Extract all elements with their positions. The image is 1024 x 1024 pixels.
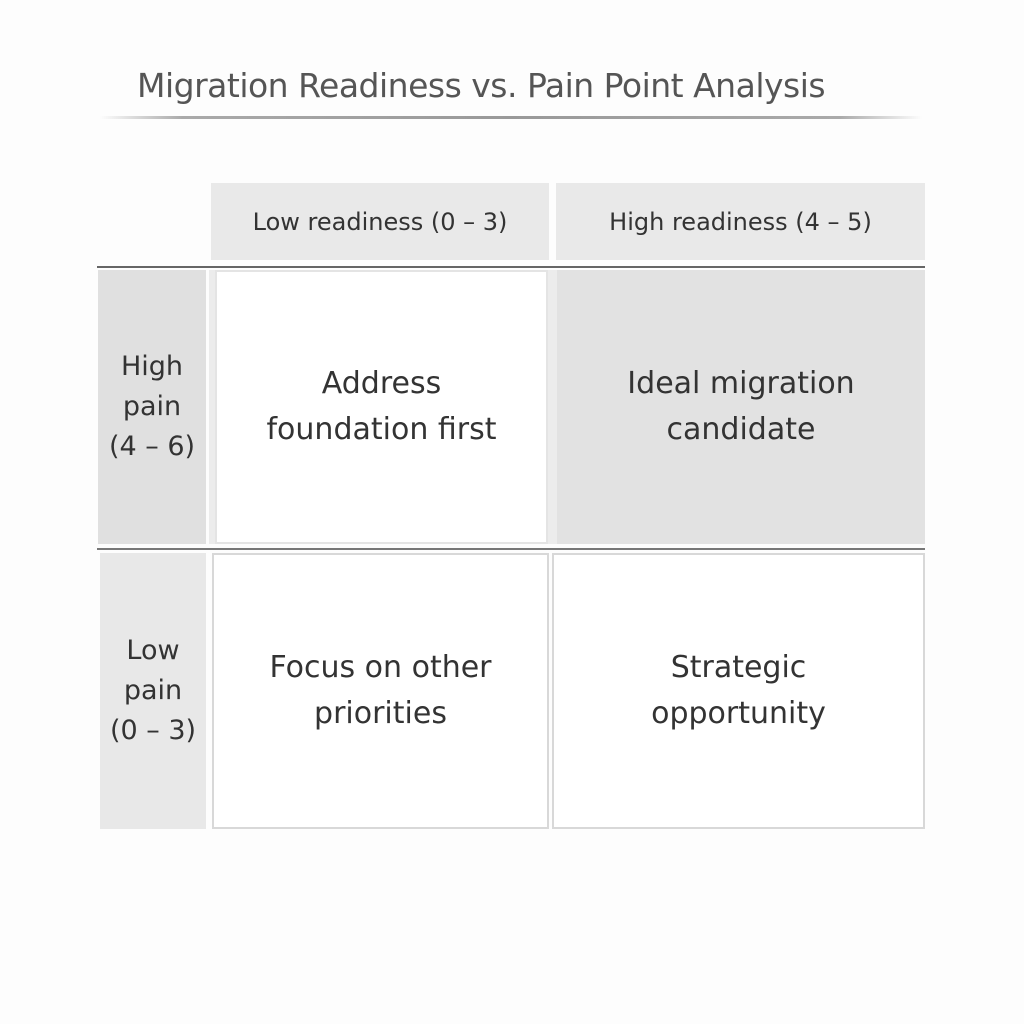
column-header-low-readiness: Low readiness (0 – 3) xyxy=(211,183,549,260)
cell-address-foundation: Address foundation first xyxy=(215,270,548,544)
row-header-label: High pain (4 – 6) xyxy=(108,351,196,462)
cell-ideal-migration: Ideal migration candidate xyxy=(557,270,925,544)
row-header-label: Low pain (0 – 3) xyxy=(109,635,197,746)
cell-label: Address foundation first xyxy=(266,366,497,447)
column-header-label: Low readiness (0 – 3) xyxy=(252,207,508,236)
row-divider xyxy=(97,548,925,550)
cell-label: Strategic opportunity xyxy=(651,650,826,731)
cell-label: Ideal migration candidate xyxy=(627,366,855,447)
page-title: Migration Readiness vs. Pain Point Analy… xyxy=(137,66,826,105)
separator xyxy=(209,270,215,544)
title-underline xyxy=(100,116,922,119)
column-header-high-readiness: High readiness (4 – 5) xyxy=(556,183,925,260)
cell-focus-other: Focus on other priorities xyxy=(212,553,549,829)
row-header-low-pain: Low pain (0 – 3) xyxy=(100,553,206,829)
row-header-high-pain: High pain (4 – 6) xyxy=(98,270,206,544)
row-divider xyxy=(97,266,925,268)
cell-label: Focus on other priorities xyxy=(269,650,492,731)
separator xyxy=(548,270,557,544)
column-header-label: High readiness (4 – 5) xyxy=(609,207,872,236)
cell-strategic-opportunity: Strategic opportunity xyxy=(552,553,925,829)
